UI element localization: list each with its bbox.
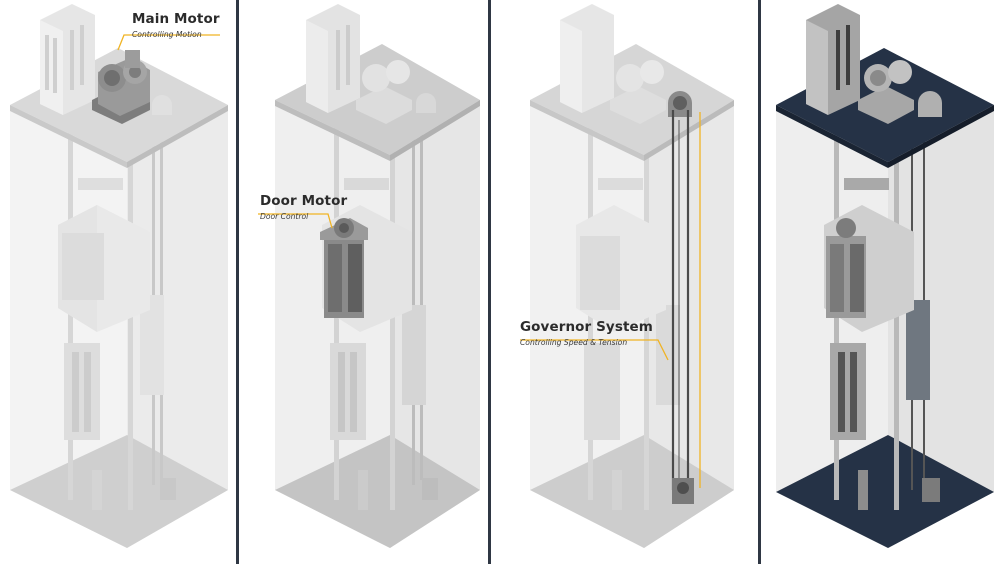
governor — [416, 93, 436, 113]
landing-door — [64, 343, 100, 440]
elevator-diagram-governor — [520, 4, 734, 548]
divider — [758, 0, 761, 564]
pit-base — [776, 435, 994, 548]
pit-base — [10, 435, 228, 548]
callout-title: Main Motor — [132, 11, 220, 27]
car-door — [580, 236, 620, 310]
tension-pulley — [922, 478, 940, 502]
elevator-diagram-main-motor — [10, 4, 228, 548]
tension-pulley — [422, 478, 438, 500]
callout-leader-governor — [520, 339, 669, 361]
buffer — [612, 470, 622, 510]
buffer — [92, 470, 102, 510]
main-motor-highlight — [92, 50, 150, 124]
counterweight — [656, 305, 680, 405]
panel-governor-system: Governor System Controlling Speed & Tens… — [492, 0, 758, 564]
divider — [236, 0, 239, 564]
callout-title: Governor System — [520, 319, 653, 335]
callout-door-motor: Door Motor Door Control — [260, 193, 347, 221]
callout-main-motor: Main Motor Controlling Motion — [132, 11, 220, 39]
door-motor-highlight — [320, 218, 368, 318]
main-motor — [858, 60, 914, 124]
landing-door — [584, 343, 620, 440]
callout-title: Door Motor — [260, 193, 348, 209]
panel-door-motor: Door Motor Door Control — [240, 0, 488, 564]
door-motor — [826, 218, 866, 318]
elevator-diagram-door-motor — [258, 4, 480, 548]
governor — [152, 95, 172, 115]
car-door — [62, 233, 104, 300]
pit-base — [530, 435, 734, 548]
shaft-glass-right — [888, 105, 994, 548]
callout-subtitle: Controlling Motion — [132, 30, 202, 39]
divider — [488, 0, 491, 564]
callout-subtitle: Controlling Speed & Tension — [520, 338, 628, 347]
main-motor — [356, 60, 412, 124]
landing-door — [330, 343, 366, 440]
main-motor — [610, 60, 666, 124]
governor — [918, 91, 942, 117]
counterweight — [906, 300, 930, 400]
callout-governor-system: Governor System Controlling Speed & Tens… — [520, 319, 653, 347]
counterweight — [402, 305, 426, 405]
callout-leader-main-motor — [117, 34, 220, 51]
landing-door — [830, 343, 866, 440]
buffer — [858, 470, 868, 510]
elevator-diagram-complete — [776, 4, 994, 548]
pit-base — [275, 435, 480, 548]
tension-pulley — [160, 478, 176, 500]
callout-subtitle: Door Control — [260, 212, 309, 221]
governor-system-highlight — [668, 91, 694, 504]
callout-leader-door-motor — [258, 213, 333, 229]
buffer — [358, 470, 368, 510]
panel-complete-system — [762, 0, 1002, 564]
panel-main-motor: Main Motor Controlling Motion — [0, 0, 236, 564]
